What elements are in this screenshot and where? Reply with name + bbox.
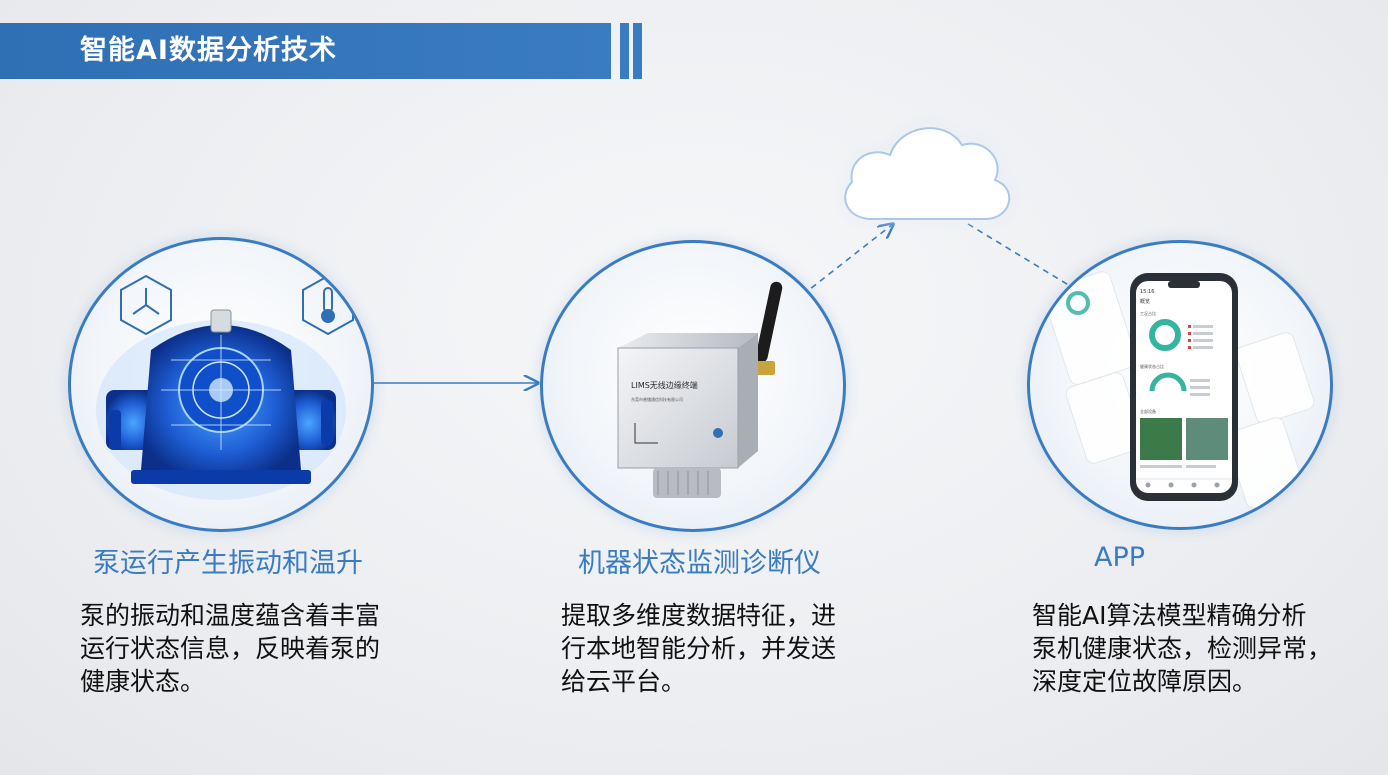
- step-desc-app: 智能AI算法模型精确分析 泵机健康状态，检测异常， 深度定位故障原因。: [1032, 599, 1332, 698]
- app-card: [1042, 271, 1315, 509]
- step-desc-line: 行本地智能分析，并发送: [561, 634, 837, 663]
- device-circle: LIMS无线边缘终端 东莞市普镭通信科技有限公司: [540, 240, 846, 532]
- title-bar: 智能AI数据分析技术: [0, 23, 611, 79]
- phone-screen-title: 概览: [1140, 298, 1150, 305]
- step-desc-line: 运行状态信息，反映着泵的: [80, 634, 381, 663]
- device-sublabel: 东莞市普镭通信科技有限公司: [631, 396, 683, 402]
- step-desc-pump: 泵的振动和温度蕴含着丰富 运行状态信息，反映着泵的 健康状态。: [80, 599, 380, 698]
- phone-section-devices: 全部设备: [1140, 408, 1156, 414]
- step-desc-device: 提取多维度数据特征，进 行本地智能分析，并发送 给云平台。: [561, 599, 836, 698]
- page-title: 智能AI数据分析技术: [80, 35, 337, 66]
- pump-circle: [68, 237, 374, 532]
- step-desc-line: 泵机健康状态，检测异常，: [1032, 634, 1333, 663]
- step-desc-line: 给云平台。: [561, 667, 687, 696]
- step-desc-line: 智能AI算法模型精确分析: [1032, 601, 1307, 630]
- phone-status-time: 15:16: [1140, 289, 1154, 295]
- pump-icon: [96, 274, 354, 500]
- step-desc-line: 深度定位故障原因。: [1032, 667, 1258, 696]
- title-stripe: [620, 23, 629, 79]
- vibration-axis-icon: [120, 274, 172, 336]
- step-desc-line: 泵的振动和温度蕴含着丰富: [80, 601, 381, 630]
- step-heading-pump: 泵运行产生振动和温升: [93, 548, 363, 579]
- arrow-cloud-to-app: [967, 223, 1085, 295]
- step-desc-line: 提取多维度数据特征，进: [561, 601, 837, 630]
- smartphone-icon: 15:16 概览 工况占比 健康状态占比 全部设备: [1042, 271, 1315, 509]
- step-desc-line: 健康状态。: [80, 667, 206, 696]
- phone-section-alarm: 健康状态占比: [1140, 363, 1164, 369]
- cloud-icon: [844, 127, 1011, 220]
- app-circle: 15:16 概览 工况占比 健康状态占比 全部设备: [1027, 240, 1333, 530]
- step-heading-app: APP: [1094, 542, 1146, 573]
- step-heading-device: 机器状态监测诊断仪: [578, 548, 821, 579]
- title-stripe: [633, 23, 642, 79]
- device-label: LIMS无线边缘终端: [631, 380, 698, 390]
- phone-section-health: 工况占比: [1140, 310, 1156, 316]
- edge-terminal-icon: LIMS无线边缘终端 东莞市普镭通信科技有限公司: [617, 281, 783, 498]
